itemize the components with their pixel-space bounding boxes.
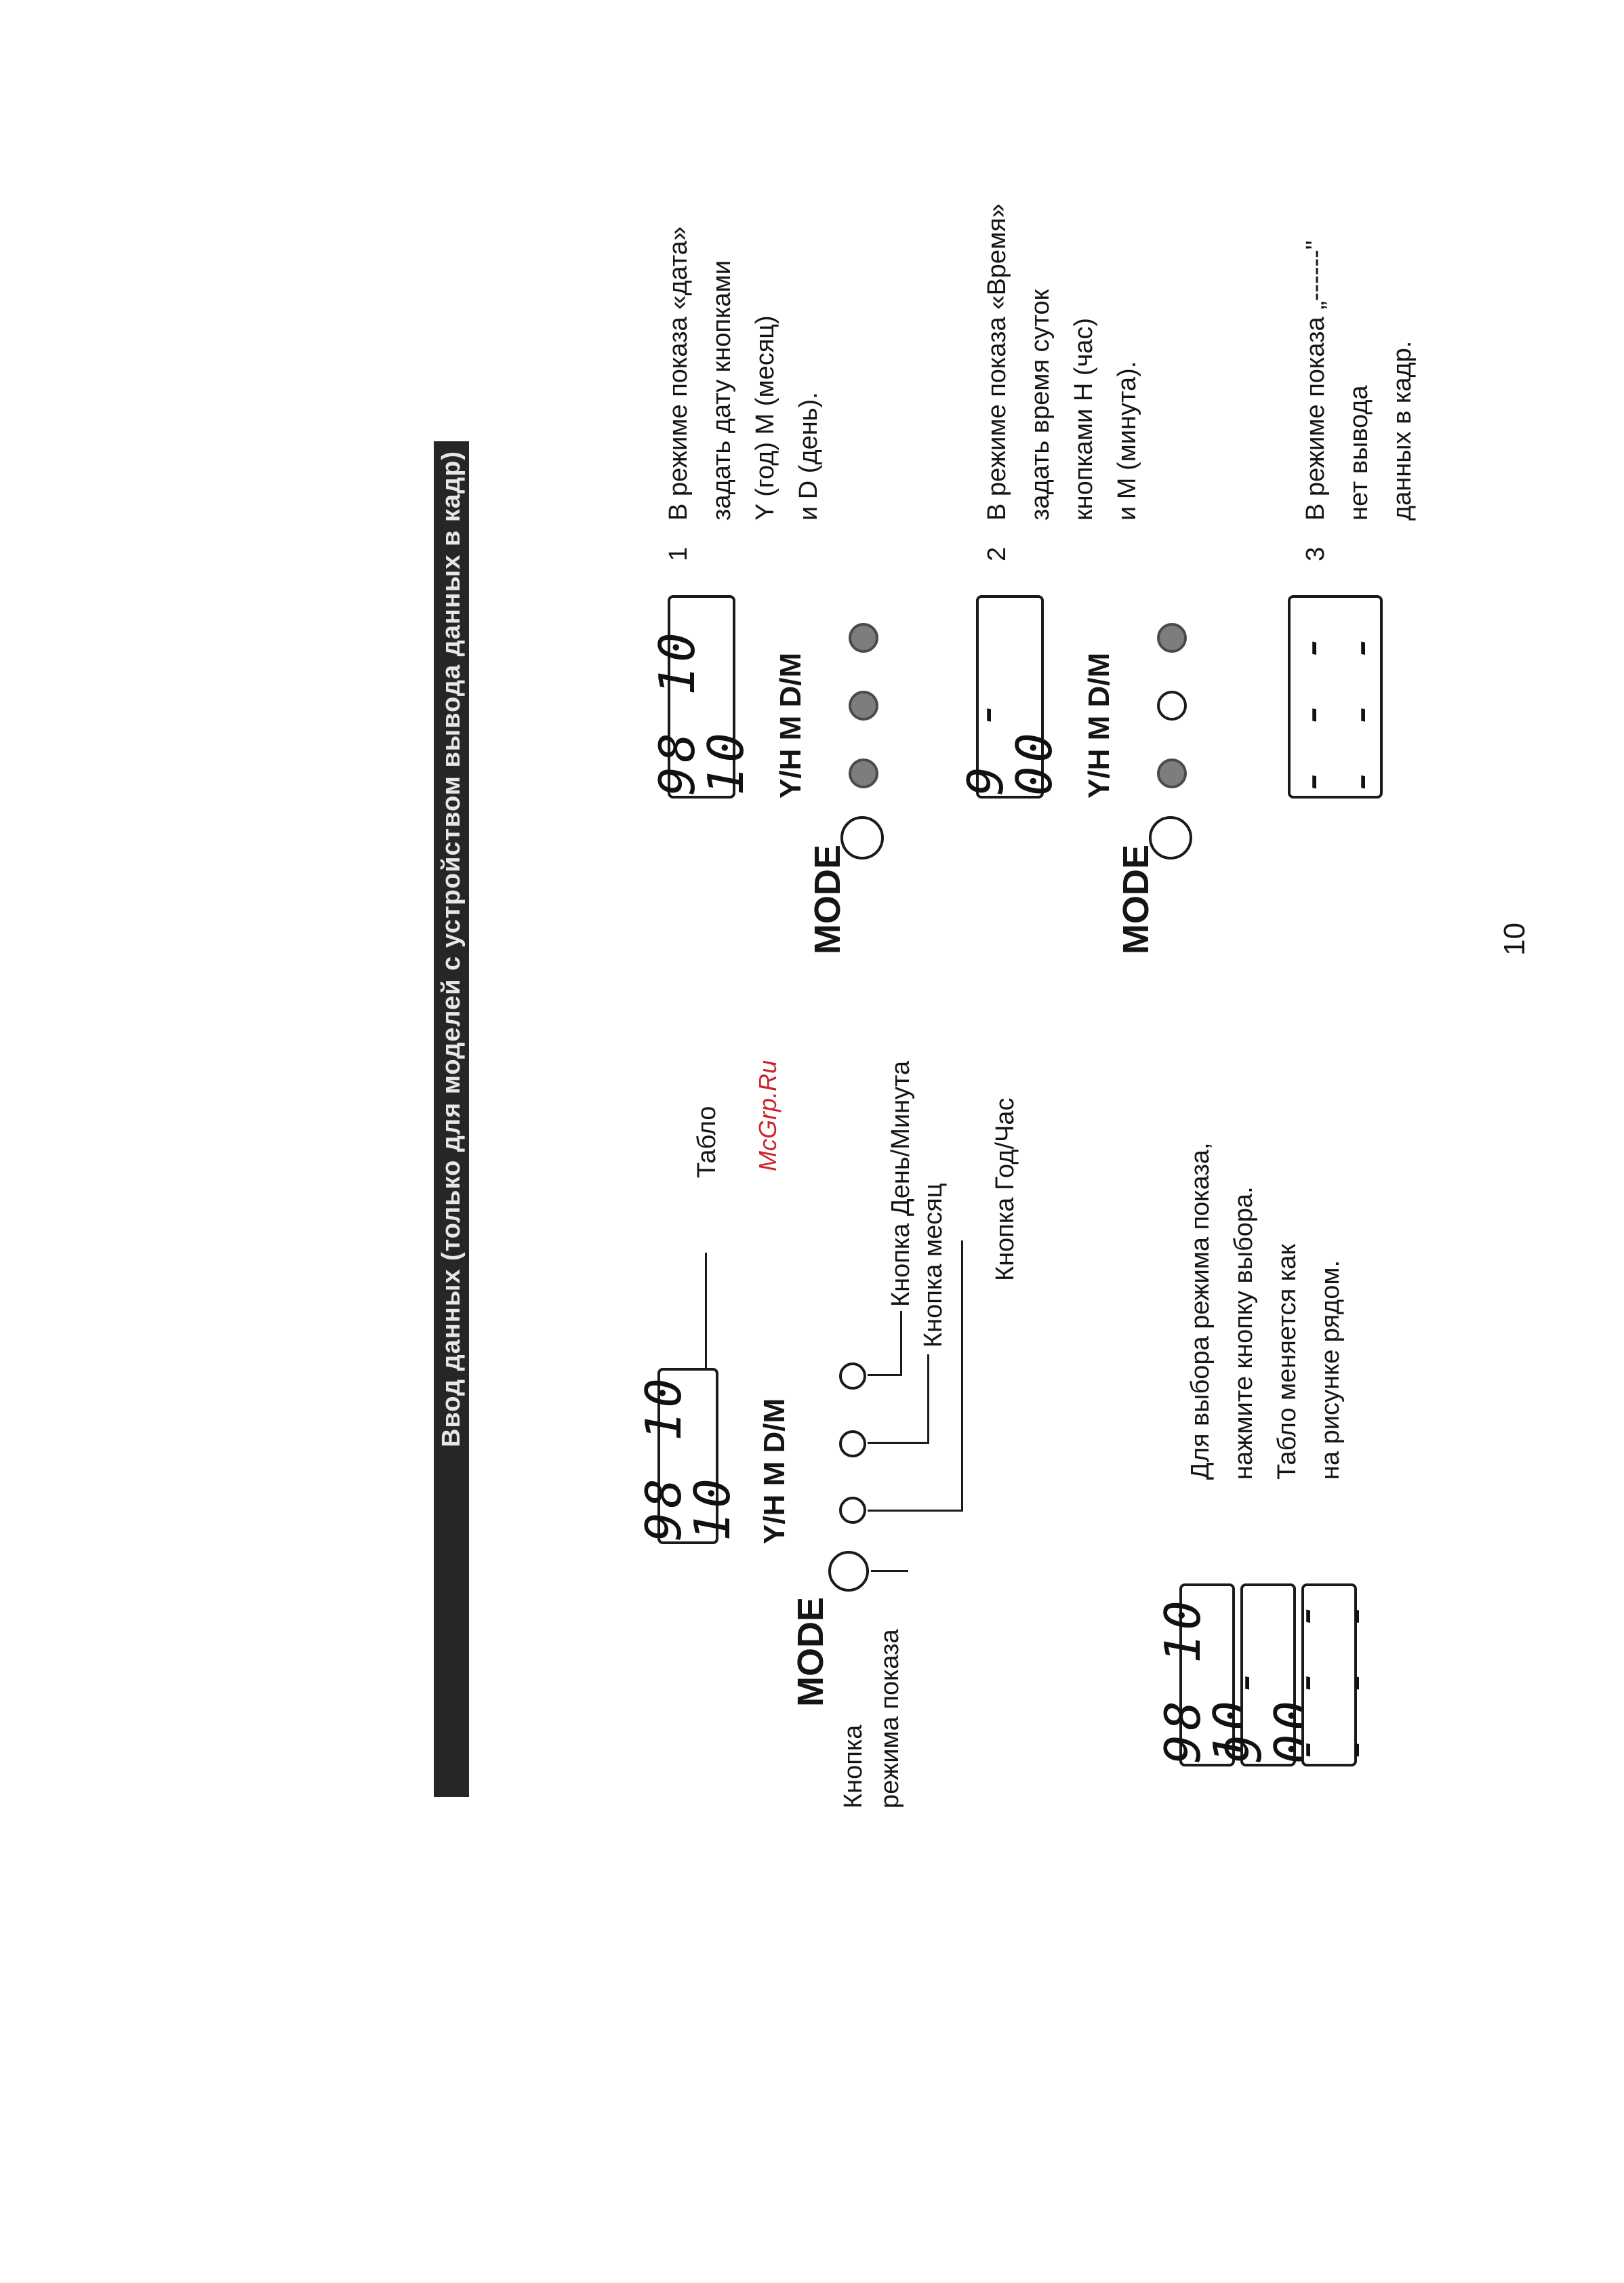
callout-year-hour-label: Кнопка Год/Час (991, 1097, 1019, 1281)
overview-button-labels: Y/H M D/M (758, 1398, 791, 1544)
overview-year-hour-button[interactable] (839, 1497, 866, 1524)
callout-line-day-minute-h (900, 1311, 902, 1376)
step-1-day-button[interactable] (849, 623, 878, 653)
callout-line-day-minute (868, 1374, 901, 1376)
callout-month-label: Кнопка месяц (919, 1183, 948, 1348)
step-1-year-button[interactable] (849, 759, 878, 788)
callout-line-year-hour (868, 1510, 962, 1512)
step-1-line1: В режиме показа «дата» (664, 226, 693, 521)
page-title: Ввод данных (только для моделей с устрой… (437, 451, 466, 1448)
step-2-month-button[interactable] (1157, 691, 1187, 721)
step-2-line4: и M (минута). (1113, 361, 1141, 521)
step-1-line4: и D (день). (794, 392, 823, 521)
callout-mode-label-line1: Кнопка (839, 1724, 868, 1809)
step-2-line3: кнопками H (час) (1070, 317, 1098, 521)
step-1-mode-button[interactable] (840, 816, 884, 860)
overview-day-minute-button[interactable] (839, 1362, 866, 1390)
step-3-display: - - - - - - (1282, 595, 1388, 799)
callout-line-month (868, 1442, 929, 1444)
step-1-button-labels: Y/H M D/M (774, 652, 807, 799)
callout-line-month-h (927, 1354, 929, 1444)
step-1-display: 98 10 10 (649, 595, 754, 799)
cycle-description-line4: на рисунке рядом. (1316, 1259, 1345, 1480)
step-2-number: 2 (983, 546, 1011, 561)
step-3-line3: данных в кадр. (1388, 340, 1417, 521)
step-2-line1: В режиме показа «Время» (983, 203, 1011, 521)
step-2-hour-button[interactable] (1157, 759, 1187, 788)
page-number: 10 (1498, 923, 1531, 956)
overview-mode-label: MODE (790, 1597, 831, 1707)
watermark: McGrp.Ru (754, 1059, 781, 1171)
overview-mode-button[interactable] (828, 1551, 869, 1592)
step-2-button-labels: Y/H M D/M (1082, 652, 1116, 799)
step-2-mode-button[interactable] (1149, 816, 1192, 860)
step-2-display: 9 - 00 (957, 595, 1063, 799)
step-3-number: 3 (1301, 546, 1330, 561)
title-bar: Ввод данных (только для моделей с устрой… (434, 441, 469, 1797)
step-2-mode-label: MODE (1116, 845, 1156, 954)
step-3-line1: В режиме показа „------" (1301, 240, 1330, 521)
callout-display-label: Табло (693, 1106, 721, 1178)
step-1-mode-label: MODE (807, 845, 848, 954)
step-2-minute-button[interactable] (1157, 623, 1187, 653)
cycle-description-line3: Табло меняется как (1273, 1243, 1301, 1480)
cycle-display-off: - - - - - - (1276, 1583, 1382, 1766)
callout-mode-label-line2: режима показа (876, 1629, 904, 1809)
callout-line-display (705, 1253, 707, 1368)
overview-display: 98 10 10 (635, 1368, 741, 1544)
step-1-number: 1 (664, 546, 693, 561)
overview-month-button[interactable] (839, 1430, 866, 1457)
cycle-description-line2: нажмите кнопку выбора. (1230, 1186, 1258, 1480)
step-2-line2: задать время суток (1026, 289, 1055, 521)
step-1-line3: Y (год) M (месяц) (751, 315, 779, 521)
step-1-month-button[interactable] (849, 691, 878, 721)
callout-line-mode (871, 1570, 908, 1572)
step-1-line2: задать дату кнопками (708, 260, 736, 521)
cycle-description-line1: Для выбора режима показа, (1186, 1142, 1215, 1480)
step-3-line2: нет вывода (1345, 385, 1373, 521)
callout-line-year-hour-h (961, 1240, 963, 1512)
